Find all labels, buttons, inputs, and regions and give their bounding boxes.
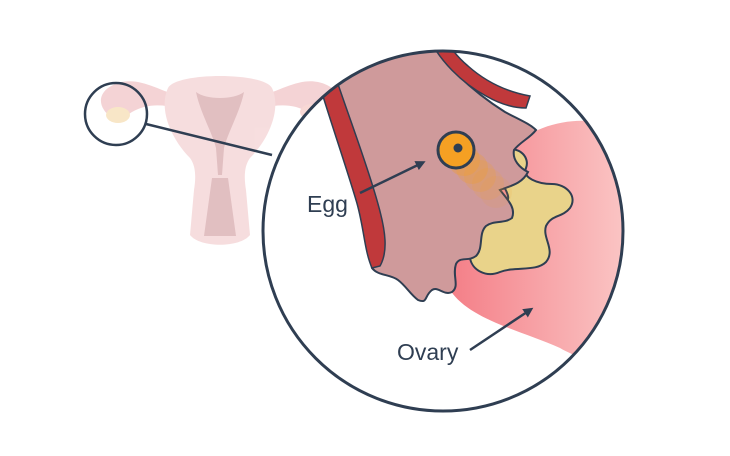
zoomed-view — [263, 51, 623, 411]
egg-nucleus — [453, 143, 463, 153]
ovary-arrow-icon — [469, 307, 534, 352]
egg-arrow-icon — [359, 161, 426, 195]
small-ovary-left — [106, 107, 130, 123]
magnifier-small-circle — [83, 81, 149, 147]
ovary-label: Ovary — [397, 339, 459, 365]
fallopian-tube-wall-left — [317, 58, 386, 269]
reproductive-system-faded — [100, 76, 340, 245]
vaginal-canal — [204, 178, 236, 236]
fallopian-tube-wall-right — [428, 51, 531, 109]
magnifier-connector — [145, 122, 273, 157]
uterine-cavity — [196, 92, 244, 175]
magnifier-large-circle — [261, 49, 625, 413]
egg-label: Egg — [307, 191, 348, 217]
